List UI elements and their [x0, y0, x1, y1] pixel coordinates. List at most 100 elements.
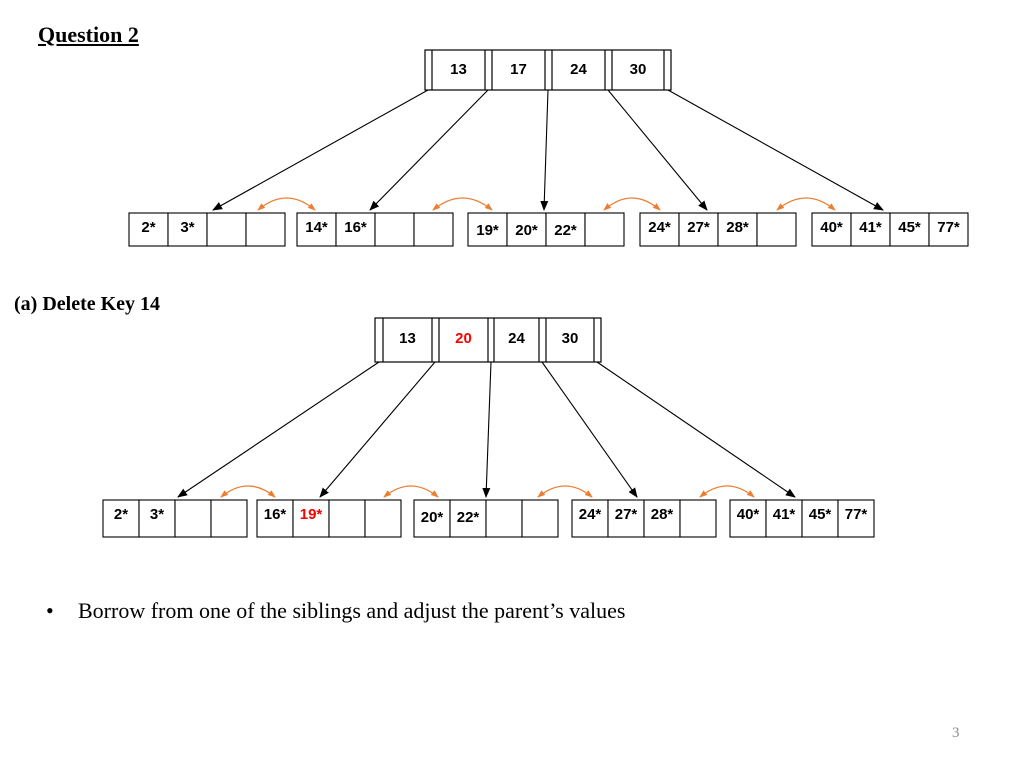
leaf-slot: [449, 499, 487, 538]
leaf-node: 40* 41* 45* 77*: [811, 212, 969, 247]
leaf-entry: 41*: [859, 219, 882, 236]
sibling-link-arrow: [383, 485, 439, 498]
leaf-node: 2* 3*: [102, 499, 248, 538]
leaf-slot: [174, 499, 212, 538]
leaf-slot: [102, 499, 140, 538]
leaf-node: 19*20*22*: [467, 212, 625, 247]
leaf-slot: [643, 499, 681, 538]
leaf-entry: 3*: [180, 219, 194, 236]
root-key: 30: [630, 61, 647, 78]
leaf-slot: [167, 212, 208, 247]
leaf-slot: [928, 212, 969, 247]
sibling-link-arrow: [537, 485, 593, 498]
leaf-slot: [296, 212, 337, 247]
leaf-node: 40* 41* 45* 77*: [729, 499, 875, 538]
root-node: 13 20 24 30: [374, 317, 602, 363]
leaf-node: 24* 27* 28*: [571, 499, 717, 538]
leaf-node: 20* 22*: [413, 499, 559, 538]
sibling-link-arrow: [699, 485, 755, 498]
leaf-entry: 27*: [615, 506, 638, 523]
bullet-text: Borrow from one of the siblings and adju…: [78, 598, 626, 623]
sibling-link-arrow: [776, 197, 836, 211]
leaf-slot: [485, 499, 523, 538]
leaf-entry: 2*: [141, 219, 155, 236]
page-number: 3: [952, 725, 960, 741]
leaf-entry: 24*: [648, 219, 671, 236]
section-a-heading: (a) Delete Key 14: [14, 293, 161, 315]
child-pointer-arrow: [667, 89, 884, 211]
leaf-slot: [467, 212, 508, 247]
leaf-entry: 22*: [457, 509, 480, 526]
leaf-slot: [837, 499, 875, 538]
child-pointer-arrow: [212, 89, 429, 211]
leaf-node: 14* 16*: [296, 212, 454, 247]
leaf-slot: [521, 499, 559, 538]
leaf-slot: [811, 212, 852, 247]
root-key: 24: [570, 61, 587, 78]
leaf-entry: 16*: [264, 506, 287, 523]
leaf-entry: 19*: [476, 222, 499, 239]
leaf-entry: 16*: [344, 219, 367, 236]
root-key: 13: [450, 61, 467, 78]
leaf-slot: [292, 499, 330, 538]
leaf-slot: [128, 212, 169, 247]
sibling-link-arrow: [432, 197, 493, 211]
bullet-dot: •: [46, 598, 54, 623]
bullet-item: • Borrow from one of the siblings and adj…: [46, 598, 625, 624]
child-pointer-arrow: [319, 361, 436, 498]
leaf-slot: [374, 212, 415, 247]
leaf-slot: [545, 212, 586, 247]
leaf-slot: [210, 499, 248, 538]
leaf-slot: [335, 212, 376, 247]
leaf-entry: 19*: [300, 506, 323, 523]
root-key: 30: [562, 330, 579, 347]
leaf-entry: 24*: [579, 506, 602, 523]
child-pointer-arrow: [177, 361, 380, 498]
sibling-link-arrow: [257, 197, 316, 211]
leaf-entry: 20*: [421, 509, 444, 526]
leaf-slot: [801, 499, 839, 538]
child-pointer-arrow: [482, 361, 492, 498]
root-key: 13: [399, 330, 416, 347]
leaf-entry: 14*: [305, 219, 328, 236]
leaf-entry: 28*: [726, 219, 749, 236]
sibling-link-arrow: [603, 197, 661, 211]
leaf-entry: 28*: [651, 506, 674, 523]
leaf-entry: 45*: [898, 219, 921, 236]
leaf-entry: 22*: [554, 222, 577, 239]
leaf-entry: 45*: [809, 506, 832, 523]
root-key: 24: [508, 330, 525, 347]
leaf-slot: [639, 212, 680, 247]
child-pointer-arrow: [607, 89, 708, 211]
leaf-slot: [729, 499, 767, 538]
sibling-link-arrow: [220, 485, 276, 498]
leaf-slot: [364, 499, 402, 538]
leaf-entry: 40*: [820, 219, 843, 236]
leaf-slot: [328, 499, 366, 538]
root-key: 20: [455, 330, 472, 347]
leaf-entry: 77*: [937, 219, 960, 236]
leaf-slot: [607, 499, 645, 538]
child-pointer-arrow: [541, 361, 638, 498]
leaf-entry: 2*: [114, 506, 128, 523]
leaf-slot: [138, 499, 176, 538]
leaf-slot: [850, 212, 891, 247]
leaf-node: 24* 27* 28*: [639, 212, 797, 247]
leaf-entry: 77*: [845, 506, 868, 523]
child-pointer-arrow: [369, 89, 489, 211]
leaf-slot: [413, 499, 451, 538]
leaf-slot: [584, 212, 625, 247]
leaf-slot: [756, 212, 797, 247]
leaf-slot: [245, 212, 286, 247]
leaf-entry: 27*: [687, 219, 710, 236]
leaf-entry: 3*: [150, 506, 164, 523]
leaf-entry: 40*: [737, 506, 760, 523]
leaf-slot: [206, 212, 247, 247]
leaf-slot: [413, 212, 454, 247]
leaf-entry: 41*: [773, 506, 796, 523]
leaf-node: 16* 19*: [256, 499, 402, 538]
